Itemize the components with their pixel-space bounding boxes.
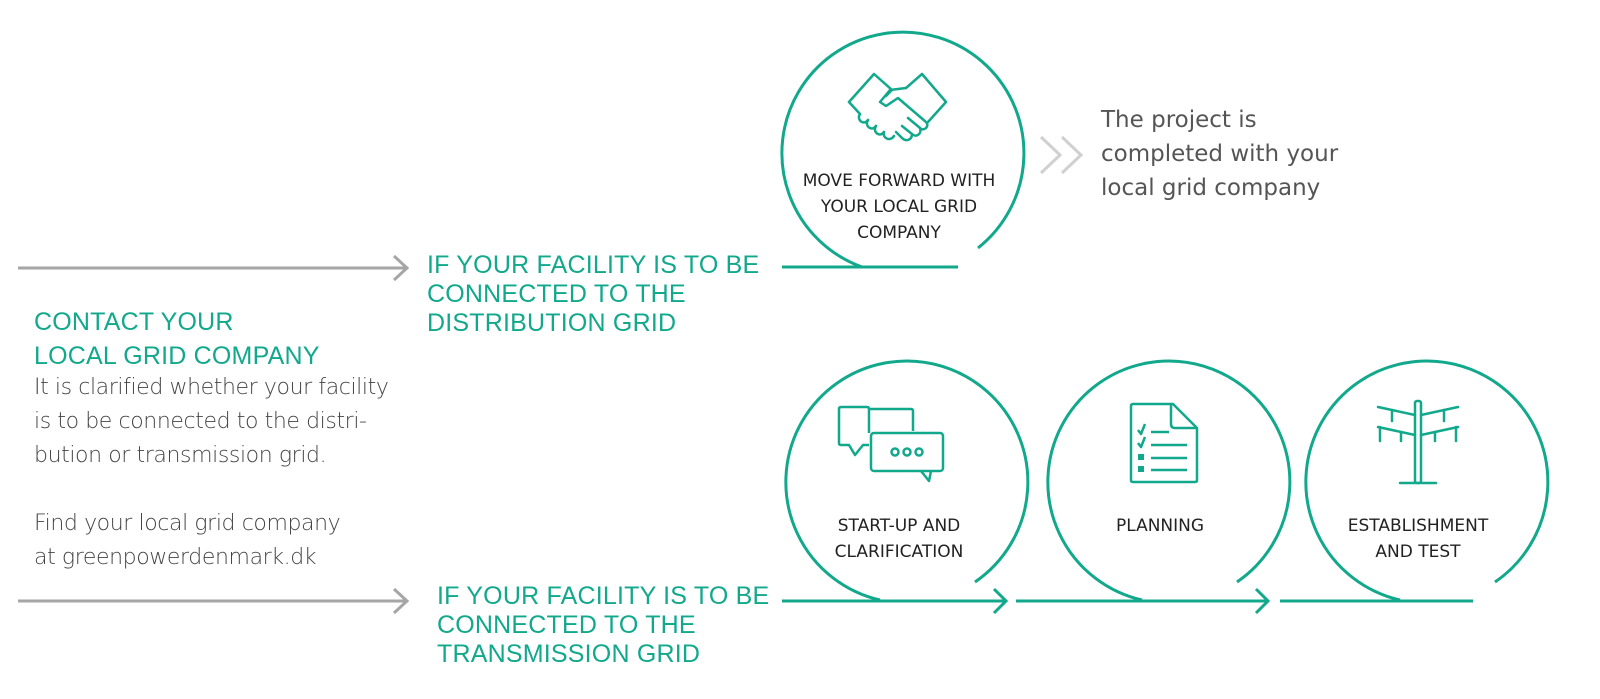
- step-establishment-label-line1: ESTABLISHMENT: [1347, 516, 1489, 536]
- step-startup-label: START-UP AND CLARIFICATION: [779, 513, 1019, 565]
- step-planning-label-line1: PLANNING: [1115, 516, 1205, 536]
- outcome-line3: local grid company: [1101, 175, 1321, 201]
- distribution-line1: IF YOUR FACILITY IS TO BE: [427, 251, 760, 279]
- distribution-step-label-line3: COMPANY: [857, 223, 941, 243]
- chat-bubbles-icon: [837, 405, 945, 483]
- outcome-text: The project is completed with your local…: [1101, 103, 1338, 205]
- double-chevron-right-icon: [1039, 135, 1084, 175]
- transmission-line2: CONNECTED TO THE: [437, 611, 696, 639]
- transmission-line3: TRANSMISSION GRID: [437, 640, 701, 668]
- distribution-line2: CONNECTED TO THE: [427, 280, 686, 308]
- power-pylon-icon: [1376, 399, 1460, 485]
- contact-title-line2: LOCAL GRID COMPANY: [34, 342, 320, 370]
- distribution-branch-label: IF YOUR FACILITY IS TO BE CONNECTED TO T…: [427, 251, 759, 338]
- gray-arrow-distribution: [18, 254, 410, 282]
- distribution-step-label: MOVE FORWARD WITH YOUR LOCAL GRID COMPAN…: [779, 168, 1019, 246]
- distribution-step-label-line2: YOUR LOCAL GRID: [820, 197, 978, 217]
- find-line1: Find your local grid company: [34, 511, 341, 536]
- transmission-branch-label: IF YOUR FACILITY IS TO BE CONNECTED TO T…: [437, 582, 769, 669]
- step-startup-label-line1: START-UP AND: [837, 516, 961, 536]
- outcome-line2: completed with your: [1101, 141, 1339, 167]
- step-establishment-label: ESTABLISHMENT AND TEST: [1298, 513, 1538, 565]
- contact-grid-company-block: CONTACT YOUR LOCAL GRID COMPANY It is cl…: [34, 308, 389, 575]
- transmission-line1: IF YOUR FACILITY IS TO BE: [437, 582, 770, 610]
- gray-arrow-transmission: [18, 587, 410, 615]
- step-establishment-label-line2: AND TEST: [1375, 542, 1461, 562]
- handshake-icon: [847, 72, 948, 142]
- find-link[interactable]: at greenpowerdenmark.dk: [34, 545, 317, 570]
- contact-body-line3: bution or transmission grid.: [34, 443, 327, 468]
- outcome-line1: The project is: [1101, 107, 1257, 133]
- contact-body-line1: It is clarified whether your facility: [34, 375, 389, 400]
- distribution-step-circle: [780, 30, 1026, 269]
- contact-body-line2: is to be connected to the distri-: [34, 409, 367, 434]
- transmission-step-circles: [782, 359, 1550, 615]
- contact-title-line1: CONTACT YOUR: [34, 308, 234, 336]
- distribution-line3: DISTRIBUTION GRID: [427, 309, 677, 337]
- checklist-document-icon: [1129, 402, 1199, 484]
- step-startup-label-line2: CLARIFICATION: [834, 542, 964, 562]
- step-planning-label: PLANNING: [1040, 513, 1280, 539]
- distribution-step-label-line1: MOVE FORWARD WITH: [802, 171, 996, 191]
